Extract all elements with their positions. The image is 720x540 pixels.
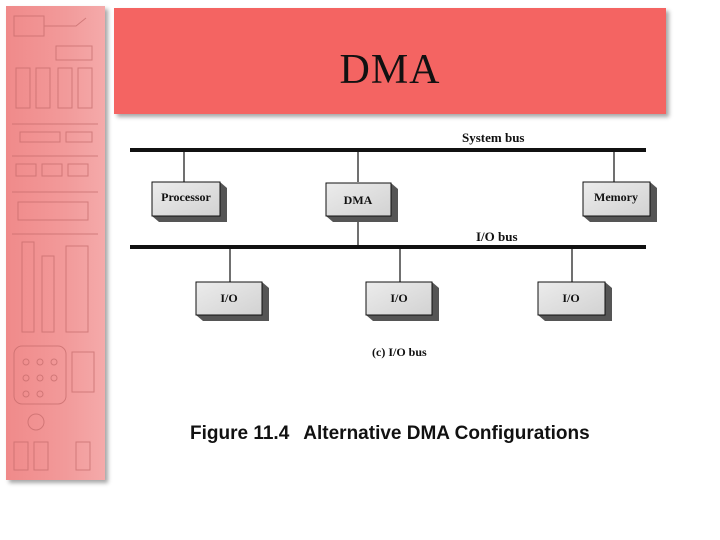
- system-bus-label: System bus: [462, 130, 525, 145]
- io-3-label: I/O: [562, 291, 579, 305]
- io-bus-label: I/O bus: [476, 229, 518, 244]
- slide-title: DMA: [339, 47, 441, 93]
- memory-box: Memory: [582, 181, 657, 222]
- io-1-label: I/O: [220, 291, 237, 305]
- io-2-label: I/O: [390, 291, 407, 305]
- dma-box: DMA: [325, 182, 398, 222]
- memory-label: Memory: [594, 190, 638, 204]
- diagram-subcaption: (c) I/O bus: [372, 345, 427, 359]
- figure-number: Figure 11.4: [190, 423, 290, 444]
- io-bus-line: [130, 245, 646, 249]
- io-box-2: I/O: [365, 281, 439, 321]
- figure-caption: Figure 11.4 Alternative DMA Configuration…: [190, 423, 590, 445]
- system-bus-line: [130, 148, 646, 152]
- io-box-3: I/O: [537, 281, 612, 321]
- title-banner: DMA: [114, 8, 666, 114]
- sidebar-circuit-decoration: [12, 15, 98, 471]
- processor-box: Processor: [151, 181, 227, 222]
- figure-title: Alternative DMA Configurations: [303, 423, 590, 444]
- decorative-sidebar: [6, 6, 105, 480]
- dma-label: DMA: [344, 193, 373, 207]
- processor-label: Processor: [161, 190, 211, 204]
- io-box-1: I/O: [195, 281, 269, 321]
